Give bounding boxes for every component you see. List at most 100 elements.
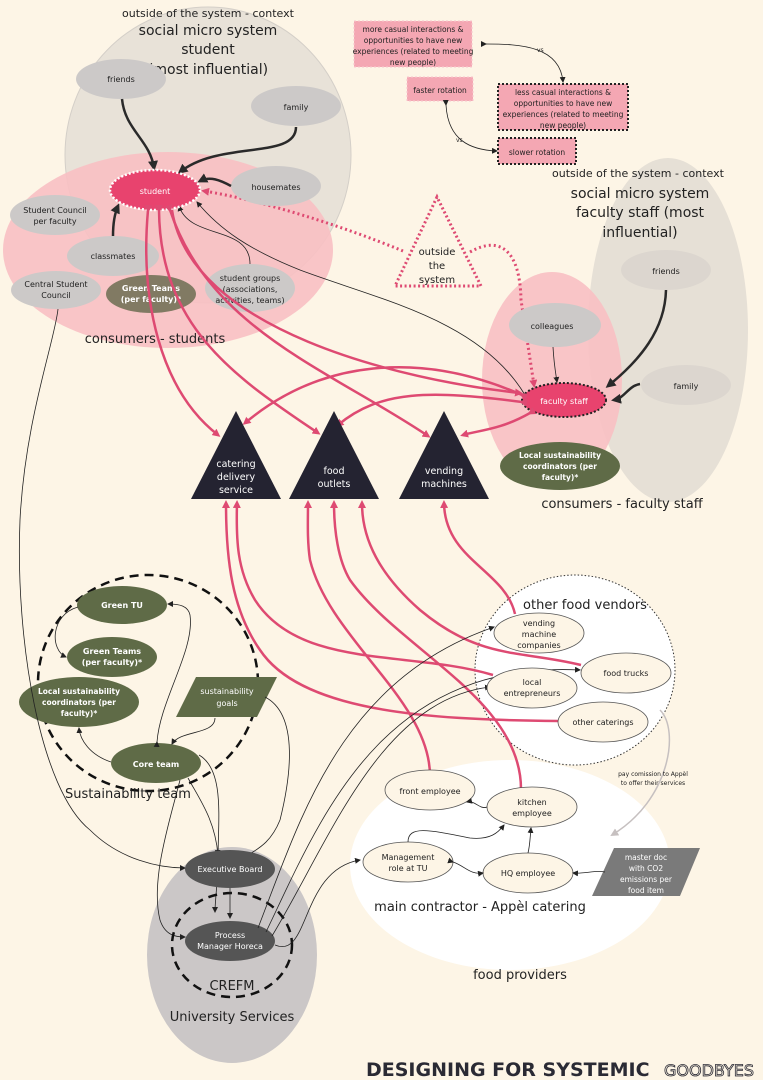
node-other-caterings xyxy=(557,701,649,743)
svg-text:friends: friends xyxy=(652,267,680,276)
svg-text:Council: Council xyxy=(41,291,70,300)
doc-hq-link xyxy=(572,870,606,877)
goals-core-link xyxy=(171,717,216,745)
friends-to-student-arrow xyxy=(120,98,158,171)
greentu-greenteams-link xyxy=(54,606,79,658)
crefm-boundary xyxy=(170,891,294,999)
svg-text:(associations,: (associations, xyxy=(223,285,278,294)
svg-text:delivery: delivery xyxy=(217,472,256,483)
svg-text:family: family xyxy=(284,103,309,112)
svg-text:companies: companies xyxy=(517,641,560,650)
staff-context-title-1: social micro system xyxy=(571,186,710,202)
footer-title-bold: DESIGNING FOR SYSTEMIC xyxy=(366,1059,650,1080)
svg-text:local: local xyxy=(523,678,542,687)
svg-text:employee: employee xyxy=(512,809,552,818)
svg-text:service: service xyxy=(219,485,253,496)
svg-text:food: food xyxy=(324,466,345,477)
family-to-student-arrow xyxy=(177,126,298,174)
svg-text:Executive Board: Executive Board xyxy=(197,865,262,874)
svg-text:new people): new people) xyxy=(540,121,586,130)
core-greentu-link xyxy=(153,601,191,748)
staff-friends-arrow xyxy=(605,289,668,388)
svg-text:goals: goals xyxy=(216,699,237,708)
svg-text:Local sustainability: Local sustainability xyxy=(38,687,120,696)
staff-family-arrow xyxy=(611,382,641,404)
core-coordinators-link xyxy=(76,727,112,763)
svg-text:the: the xyxy=(429,261,445,272)
svg-text:front employee: front employee xyxy=(399,787,460,796)
svg-text:emissions per: emissions per xyxy=(620,875,673,884)
svg-text:vs: vs xyxy=(456,137,463,144)
svg-text:sustainability: sustainability xyxy=(200,687,254,696)
svg-text:colleagues: colleagues xyxy=(531,322,574,331)
svg-text:coordinators (per: coordinators (per xyxy=(42,698,116,707)
svg-text:system: system xyxy=(419,275,455,286)
node-classmates xyxy=(67,236,159,276)
student-context-title-2: student xyxy=(181,42,235,58)
svg-text:role at TU: role at TU xyxy=(388,864,427,873)
management-kitchen-link xyxy=(407,824,505,843)
other-vendors-label: other food vendors xyxy=(523,598,647,613)
housemates-to-student-arrow xyxy=(197,173,232,188)
node-central-student-council xyxy=(11,271,101,309)
svg-text:experiences (related to meetin: experiences (related to meeting xyxy=(503,110,624,119)
svg-text:housemates: housemates xyxy=(251,183,300,192)
svg-text:catering: catering xyxy=(216,459,255,470)
classmates-to-student-arrow xyxy=(110,203,120,237)
staff-catering-link xyxy=(242,366,529,425)
svg-text:master doc: master doc xyxy=(625,853,667,862)
university-services-label: University Services xyxy=(170,1010,295,1025)
svg-text:Management: Management xyxy=(382,853,435,862)
crefm-label: CREFM xyxy=(209,979,254,994)
node-executive-board xyxy=(185,850,275,888)
svg-text:Green Teams: Green Teams xyxy=(83,647,141,656)
svg-text:entrepreneurs: entrepreneurs xyxy=(504,689,561,698)
svg-text:machine: machine xyxy=(522,630,556,639)
node-family-staff xyxy=(641,365,731,405)
svg-text:Student Council: Student Council xyxy=(23,206,87,215)
node-family-student xyxy=(251,86,341,126)
consumers-staff-label: consumers - faculty staff xyxy=(541,497,703,512)
node-front-employee xyxy=(384,769,476,811)
svg-text:Core team: Core team xyxy=(133,760,180,769)
process-vending-companies-link xyxy=(257,625,495,929)
svg-text:Manager Horeca: Manager Horeca xyxy=(197,942,263,951)
node-management xyxy=(362,841,454,883)
svg-text:kitchen: kitchen xyxy=(517,798,546,807)
node-local-entrepreneurs xyxy=(486,667,578,709)
node-green-teams xyxy=(67,637,157,677)
other-caterings-to-catering xyxy=(222,500,559,723)
node-friends-student xyxy=(76,59,166,99)
node-vending-companies xyxy=(493,612,585,654)
process-management-link xyxy=(274,857,361,948)
channel-vending-triangle xyxy=(399,411,489,499)
footer-title-outline: GOODBYES xyxy=(664,1061,754,1080)
svg-text:student: student xyxy=(140,187,171,196)
staff-outlets-link xyxy=(335,393,528,427)
svg-text:opportunities to have new: opportunities to have new xyxy=(514,99,612,108)
local-entrepreneurs-to-catering xyxy=(232,500,494,677)
note-faster-rotation xyxy=(406,76,474,102)
vs-connector-rotation xyxy=(442,99,498,154)
svg-text:other caterings: other caterings xyxy=(572,718,633,727)
svg-text:vending: vending xyxy=(523,619,555,628)
svg-text:experiences (related to meetin: experiences (related to meeting xyxy=(353,47,474,56)
svg-text:pay comission to Appèl: pay comission to Appèl xyxy=(618,771,688,778)
node-kitchen-employee xyxy=(486,786,578,828)
svg-text:Green TU: Green TU xyxy=(101,601,143,610)
svg-text:machines: machines xyxy=(421,479,467,490)
node-local-coordinators-staff xyxy=(500,442,620,490)
node-green-tu xyxy=(77,586,167,624)
svg-text:per faculty: per faculty xyxy=(33,217,76,226)
outside-to-staff-dotted xyxy=(469,243,538,388)
vending-companies-to-vending xyxy=(440,500,517,615)
main-contractor-label: main contractor - Appèl catering xyxy=(374,900,586,915)
student-context-title-1: social micro system xyxy=(139,23,278,39)
staff-vending-link xyxy=(460,407,537,438)
svg-text:to offer their services: to offer their services xyxy=(621,780,685,787)
goals-board-link xyxy=(244,696,290,858)
node-local-coordinators xyxy=(19,677,139,727)
outside-system-triangle xyxy=(392,193,484,288)
hq-kitchen-link xyxy=(527,827,534,854)
